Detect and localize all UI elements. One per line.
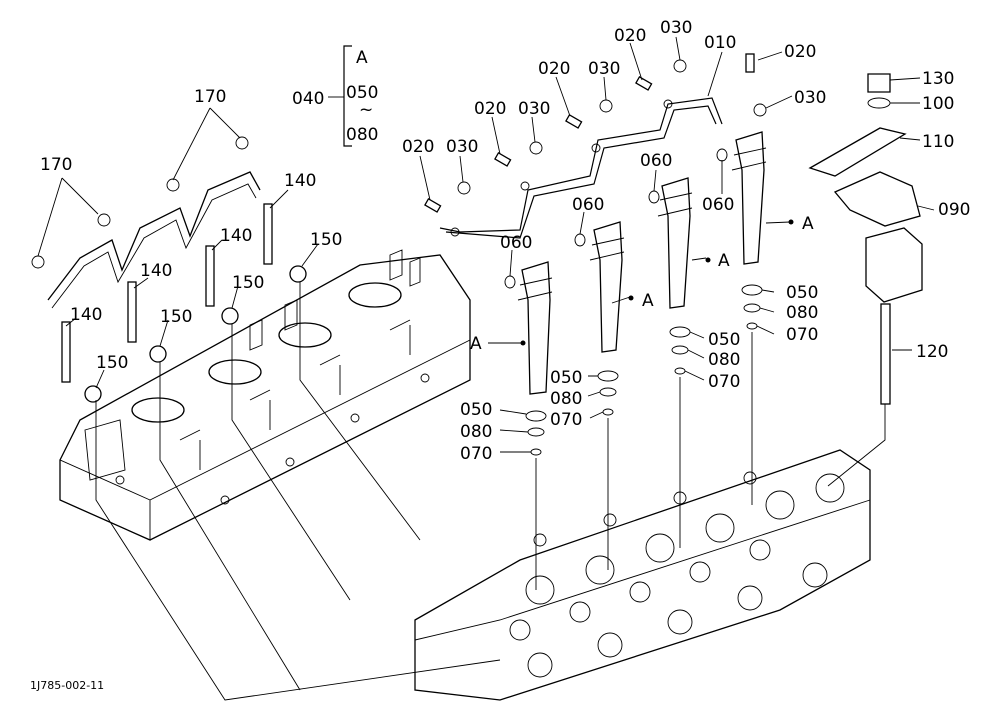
label-050: 050 (460, 400, 492, 420)
drawing-number: 1J785-002-11 (30, 679, 104, 692)
cylinder-head (414, 449, 871, 701)
label-140: 140 (284, 171, 316, 191)
label-030: 030 (446, 137, 478, 157)
label-150: 150 (310, 230, 342, 250)
label-070: 070 (550, 410, 582, 430)
label-140: 140 (220, 226, 252, 246)
ref-dot (788, 219, 794, 225)
label-a: A (470, 334, 482, 354)
ref-dot (705, 257, 711, 263)
label-020: 020 (474, 99, 506, 119)
label-080: 080 (708, 350, 740, 370)
label-030: 030 (588, 59, 620, 79)
label-140: 140 (140, 261, 172, 281)
nozzle-holder-clamp (808, 73, 923, 405)
label-030: 030 (518, 99, 550, 119)
set-group-tilde: ~ (359, 100, 373, 120)
leader-lines (37, 36, 935, 701)
callout-labels: 170 170 140 140 140 140 150 150 150 150 … (30, 18, 970, 692)
label-080: 080 (786, 303, 818, 323)
label-170: 170 (40, 155, 72, 175)
glow-plugs (61, 203, 307, 403)
label-020: 020 (614, 26, 646, 46)
label-060: 060 (640, 151, 672, 171)
label-130: 130 (922, 69, 954, 89)
label-080: 080 (460, 422, 492, 442)
ref-dot (628, 295, 634, 301)
label-090: 090 (938, 200, 970, 220)
banjo-bolts-washers (424, 53, 767, 213)
label-a: A (718, 251, 730, 271)
label-020: 020 (784, 42, 816, 62)
label-020: 020 (538, 59, 570, 79)
label-140: 140 (70, 305, 102, 325)
label-a: A (642, 291, 654, 311)
label-030: 030 (794, 88, 826, 108)
injectors (517, 131, 767, 395)
label-070: 070 (460, 444, 492, 464)
label-150: 150 (96, 353, 128, 373)
label-010: 010 (704, 33, 736, 53)
injection-pipes (439, 97, 723, 239)
label-100: 100 (922, 94, 954, 114)
glow-plug-lead-brackets (31, 136, 261, 309)
label-020: 020 (402, 137, 434, 157)
label-150: 150 (160, 307, 192, 327)
label-070: 070 (708, 372, 740, 392)
label-150: 150 (232, 273, 264, 293)
label-060: 060 (572, 195, 604, 215)
label-080: 080 (550, 389, 582, 409)
label-030: 030 (660, 18, 692, 38)
set-group-top: A (356, 48, 368, 68)
label-050: 050 (786, 283, 818, 303)
label-a: A (802, 214, 814, 234)
set-group-bottom: 080 (346, 125, 378, 145)
label-060: 060 (500, 233, 532, 253)
label-050: 050 (550, 368, 582, 388)
label-050: 050 (708, 330, 740, 350)
label-040: 040 (292, 89, 324, 109)
set-group-mid: 050 (346, 83, 378, 103)
label-070: 070 (786, 325, 818, 345)
label-110: 110 (922, 132, 954, 152)
label-170: 170 (194, 87, 226, 107)
ref-dot (520, 340, 526, 346)
valve-cover (59, 249, 471, 541)
label-120: 120 (916, 342, 948, 362)
label-060: 060 (702, 195, 734, 215)
